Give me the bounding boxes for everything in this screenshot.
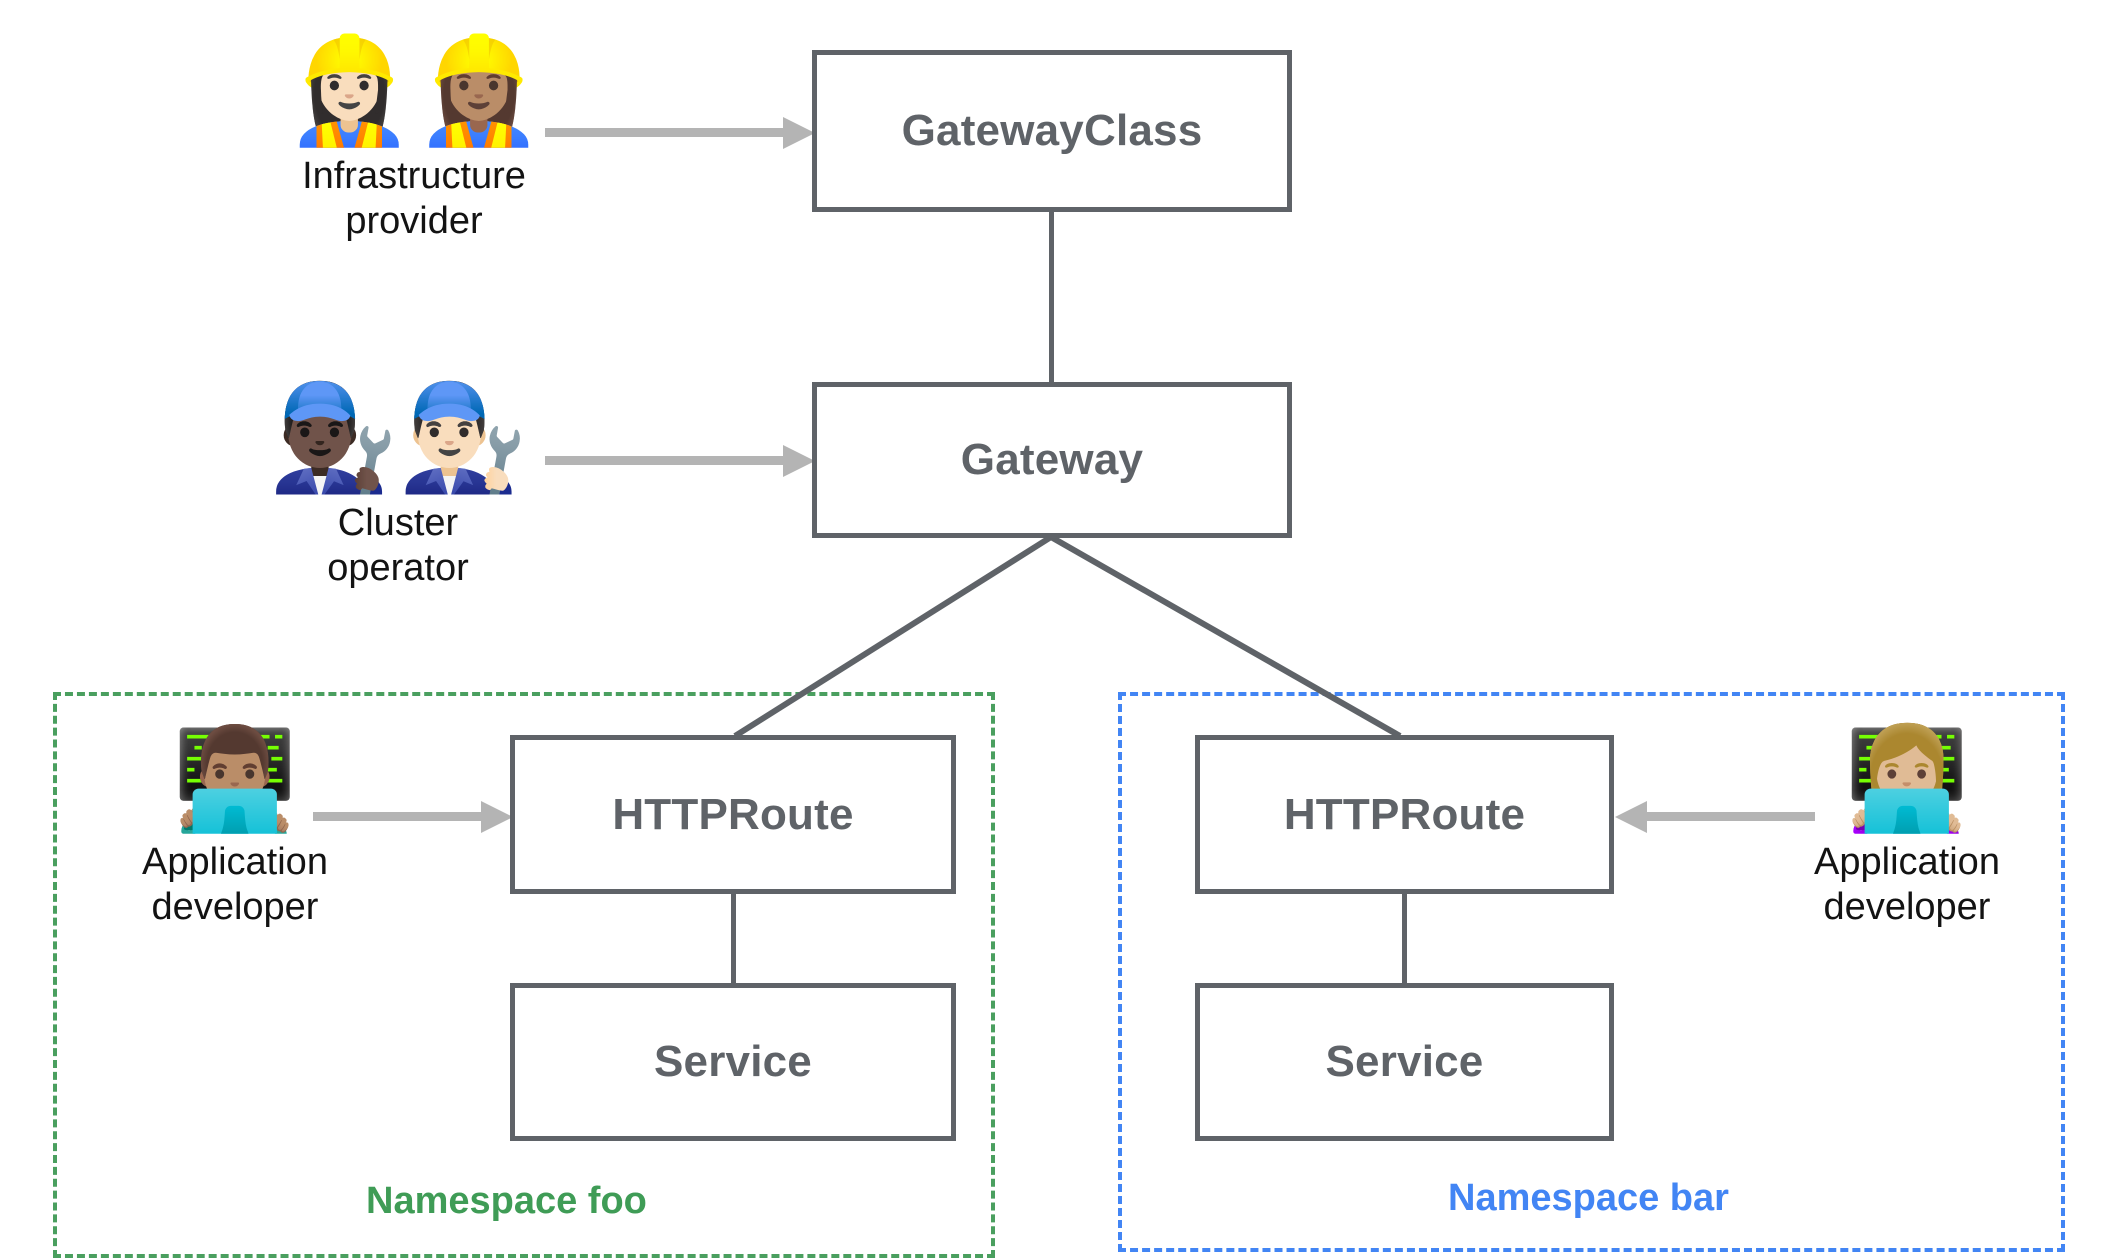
cluster-operator-caption: Cluster operator	[327, 502, 469, 589]
persona-application-developer-foo: 👨🏽‍💻 Application developer	[103, 728, 367, 930]
arrow-shaft	[545, 456, 785, 465]
arrow-head-left-icon	[1615, 801, 1647, 833]
gateway-box[interactable]: Gateway	[812, 382, 1292, 538]
gatewayclass-box[interactable]: GatewayClass	[812, 50, 1292, 212]
service-box-foo[interactable]: Service	[510, 983, 956, 1141]
infrastructure-provider-caption: Infrastructure provider	[302, 155, 526, 242]
application-developer-bar-emojis: 👩🏼‍💻	[1845, 728, 1970, 830]
gateway-label: Gateway	[960, 435, 1144, 484]
connector-httproute-service-foo	[731, 891, 736, 985]
connector-httproute-service-bar	[1402, 891, 1407, 985]
application-developer-bar-caption: Application developer	[1814, 841, 2000, 928]
connector-gatewayclass-gateway	[1049, 210, 1054, 384]
arrow-head-right-icon	[783, 445, 815, 477]
httproute-box-foo[interactable]: HTTPRoute	[510, 735, 956, 894]
man-mechanic-light-icon: 👨🏻‍🔧	[398, 380, 528, 496]
persona-infrastructure-provider: 👷🏻‍♀️ 👷🏽‍♀️ Infrastructure provider	[274, 38, 554, 244]
arrow-cluster-operator-to-gateway	[545, 440, 815, 480]
namespace-label-foo: Namespace foo	[366, 1180, 647, 1222]
namespace-container-foo	[53, 692, 995, 1258]
arrow-application-developer-to-httproute-foo	[313, 796, 513, 836]
persona-application-developer-bar: 👩🏼‍💻 Application developer	[1775, 728, 2039, 930]
woman-technologist-icon: 👩🏼‍💻	[1844, 723, 1970, 835]
namespace-container-bar	[1118, 692, 2065, 1252]
cluster-operator-emojis: 👨🏿‍🔧 👨🏻‍🔧	[269, 385, 528, 491]
man-mechanic-dark-icon: 👨🏿‍🔧	[268, 380, 399, 496]
arrow-head-right-icon	[783, 117, 815, 149]
application-developer-foo-caption: Application developer	[142, 841, 328, 928]
application-developer-foo-emojis: 👨🏽‍💻	[173, 728, 298, 830]
arrow-application-developer-to-httproute-bar	[1615, 796, 1815, 836]
arrow-shaft	[1645, 812, 1815, 821]
httproute-box-bar[interactable]: HTTPRoute	[1195, 735, 1614, 894]
persona-cluster-operator: 👨🏿‍🔧 👨🏻‍🔧 Cluster operator	[258, 385, 538, 591]
arrow-infrastructure-provider-to-gatewayclass	[545, 112, 815, 152]
arrow-shaft	[545, 128, 785, 137]
man-technologist-icon: 👨🏽‍💻	[172, 723, 298, 835]
httproute-label-foo: HTTPRoute	[612, 789, 854, 839]
service-label-bar: Service	[1325, 1037, 1484, 1086]
namespace-label-bar: Namespace bar	[1448, 1177, 1729, 1219]
service-box-bar[interactable]: Service	[1195, 983, 1614, 1141]
woman-construction-worker-medium-icon: 👷🏽‍♀️	[414, 33, 544, 149]
gatewayclass-label: GatewayClass	[901, 106, 1203, 155]
woman-construction-worker-light-icon: 👷🏻‍♀️	[284, 33, 415, 149]
arrow-head-right-icon	[481, 801, 513, 833]
infrastructure-provider-emojis: 👷🏻‍♀️ 👷🏽‍♀️	[285, 38, 544, 144]
httproute-label-bar: HTTPRoute	[1283, 789, 1526, 839]
arrow-shaft	[313, 812, 483, 821]
service-label-foo: Service	[654, 1037, 812, 1086]
